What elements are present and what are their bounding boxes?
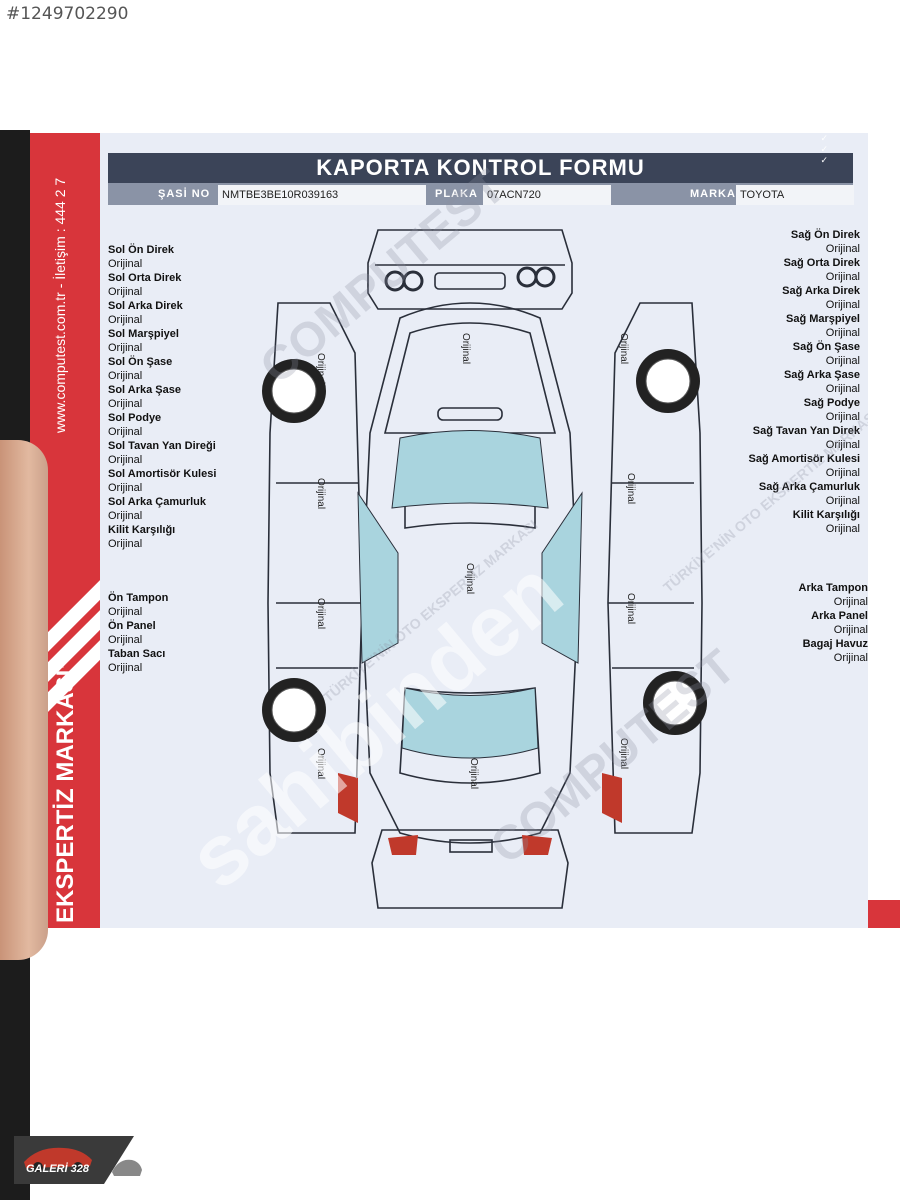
- check-marks: ✓✓✓: [820, 133, 828, 165]
- dealer-logo: GALERİ 328: [14, 1136, 144, 1184]
- plaka-value: 07ACN720: [483, 185, 611, 205]
- windshield: [391, 430, 549, 509]
- sasi-label: ŞASİ NO: [158, 188, 211, 200]
- label-trunk: Orijinal: [468, 757, 480, 790]
- right-window: [541, 491, 583, 664]
- plaka-label: PLAKA: [435, 188, 478, 200]
- inspection-form: KAPORTA KONTROL FORMU ✓✓✓ ŞASİ NO NMTBE3…: [100, 133, 868, 928]
- rear-view-outline: [371, 829, 569, 909]
- front-view-outline: [367, 229, 573, 310]
- rear-window: [401, 687, 539, 759]
- car-body-diagram: [262, 229, 707, 909]
- label-right-rear-fender: Orijinal: [618, 737, 630, 770]
- listing-id: #1249702290: [6, 4, 129, 24]
- label-left-rear-door: Orijinal: [315, 597, 327, 630]
- strip-website: www.computest.com.tr - İletişim : 444 2 …: [52, 177, 68, 433]
- label-right-front-door: Orijinal: [625, 472, 637, 505]
- label-right-rear-door: Orijinal: [625, 592, 637, 625]
- label-left-rear-fender: Orijinal: [315, 747, 327, 780]
- label-hood: Orijinal: [460, 332, 472, 365]
- sasi-value: NMTBE3BE10R039163: [218, 185, 426, 205]
- label-left-front-fender: Orijinal: [315, 352, 327, 385]
- label-left-front-door: Orijinal: [315, 477, 327, 510]
- label-right-front-fender: Orijinal: [618, 332, 630, 365]
- dealer-logo-text: GALERİ 328: [26, 1163, 89, 1175]
- label-roof: Orijinal: [464, 562, 476, 595]
- form-title: KAPORTA KONTROL FORMU: [108, 153, 853, 183]
- marka-label: MARKA: [690, 188, 736, 200]
- left-side-outline: [267, 302, 363, 834]
- marka-value: TOYOTA: [736, 185, 854, 205]
- wheels: [262, 349, 707, 742]
- right-red-edge: [868, 900, 900, 928]
- strip-slogan: EKSPERTİZ MARKASI”: [52, 657, 79, 923]
- holding-finger: [0, 440, 48, 960]
- left-window: [357, 491, 399, 664]
